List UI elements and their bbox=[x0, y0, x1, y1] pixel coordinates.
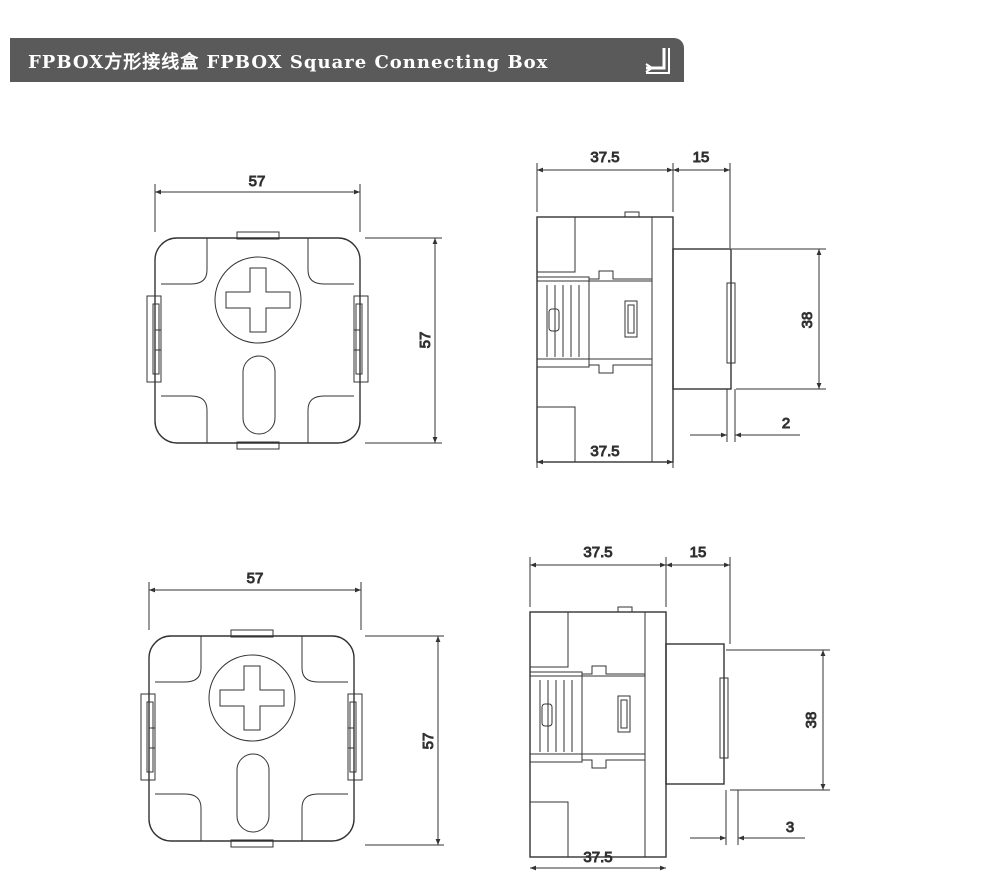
side-depth-bottom-label: 37.5 bbox=[590, 443, 619, 460]
front-width-label: 57 bbox=[247, 570, 264, 587]
side-depth-bottom-label: 37.5 bbox=[583, 849, 612, 866]
page-title: FPBOX方形接线盒 FPBOX Square Connecting Box bbox=[28, 52, 549, 73]
side-flange-label: 15 bbox=[690, 544, 707, 561]
side-view-bottom bbox=[529, 557, 830, 871]
side-flange-height-label: 38 bbox=[803, 712, 820, 729]
side-thickness-label: 3 bbox=[786, 819, 794, 836]
side-flange-height-label: 38 bbox=[799, 312, 816, 329]
side-thickness-label: 2 bbox=[782, 415, 790, 432]
corner-arrow-icon bbox=[645, 48, 670, 74]
header-bar: FPBOX方形接线盒 FPBOX Square Connecting Box bbox=[10, 38, 684, 82]
side-depth-top-label: 37.5 bbox=[590, 149, 619, 166]
front-view-top bbox=[146, 184, 442, 450]
front-view-bottom bbox=[140, 582, 444, 848]
side-view-top bbox=[536, 163, 826, 468]
side-depth-top-label: 37.5 bbox=[583, 544, 612, 561]
side-flange-label: 15 bbox=[693, 149, 710, 166]
front-height-label: 57 bbox=[417, 332, 434, 349]
front-height-label: 57 bbox=[420, 733, 437, 750]
front-width-label: 57 bbox=[249, 173, 266, 190]
